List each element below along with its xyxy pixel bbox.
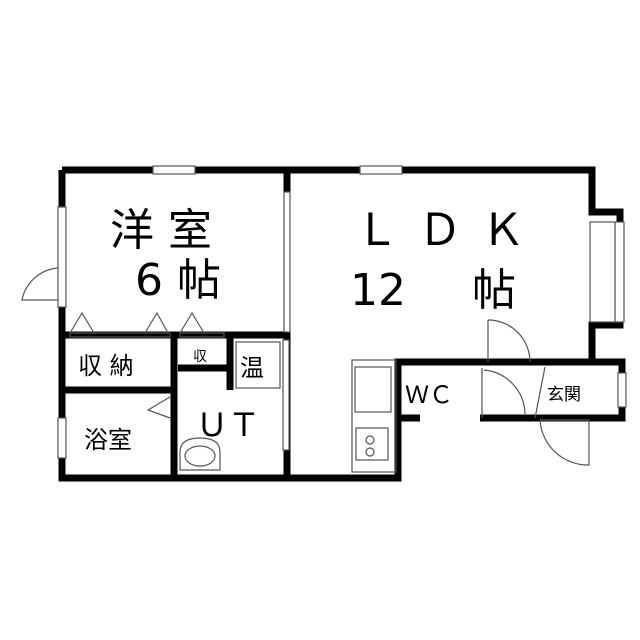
small-closet-label: 収 bbox=[193, 349, 207, 365]
ldk-name: ＬＤＫ bbox=[355, 205, 525, 256]
western-room-size: 6 帖 bbox=[135, 255, 221, 306]
utility-label: ＵＴ bbox=[196, 406, 260, 444]
water-heater-label: 温 bbox=[240, 354, 264, 382]
entrance-label: 玄関 bbox=[547, 385, 581, 405]
ldk-size-number: 12 bbox=[350, 265, 406, 316]
closet-label: 収 納 bbox=[78, 352, 134, 380]
toilet-label: ＷＣ bbox=[405, 381, 453, 409]
ldk-size-unit: 帖 bbox=[472, 265, 516, 316]
thin-lines bbox=[21, 165, 627, 473]
western-room-name: 洋 室 bbox=[110, 205, 212, 256]
bath-label: 浴室 bbox=[84, 426, 132, 454]
